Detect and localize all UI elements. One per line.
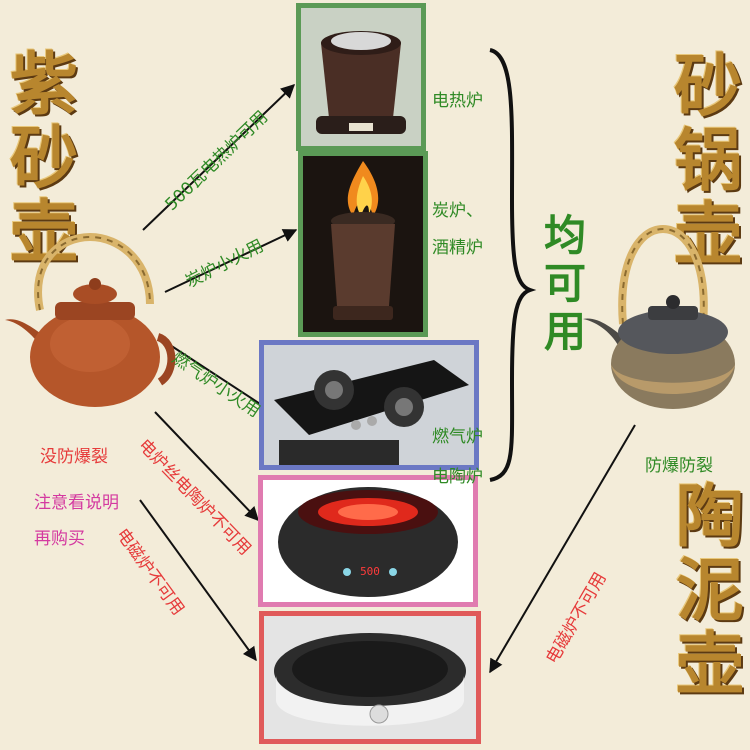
label-ceramic: 电陶炉 bbox=[432, 467, 483, 487]
brace bbox=[489, 48, 537, 482]
label-electric: 电热炉 bbox=[432, 91, 483, 111]
right-title-bottom: 陶泥壶 bbox=[675, 477, 744, 705]
ceramic-display: 500 bbox=[360, 565, 380, 578]
label-charcoal-2: 酒精炉 bbox=[432, 238, 483, 258]
charcoal-stove-photo bbox=[298, 151, 428, 337]
note-no-explosion-proof: 没防爆裂 bbox=[40, 447, 108, 467]
label-gas: 燃气炉 bbox=[432, 427, 483, 447]
arrow-to-ceramic bbox=[154, 411, 259, 522]
left-title: 紫砂壶 bbox=[9, 45, 78, 273]
label-charcoal-1: 炭炉、 bbox=[432, 201, 483, 221]
arrow-to-electric bbox=[142, 84, 296, 231]
note-explosion-proof: 防爆防裂 bbox=[645, 456, 713, 476]
sand-clay-teapot-image bbox=[583, 224, 735, 409]
note-read-instructions: 注意看说明 bbox=[34, 493, 119, 513]
note-then-buy: 再购买 bbox=[34, 529, 85, 549]
uniform-label: 均可用 bbox=[543, 211, 586, 356]
right-title-top: 砂锅壶 bbox=[673, 47, 742, 275]
gas-stove-photo bbox=[259, 340, 479, 470]
arrow-to-charcoal bbox=[164, 229, 298, 293]
purple-clay-teapot-image bbox=[5, 232, 176, 407]
arrow-right-to-induction bbox=[489, 424, 636, 674]
induction-cooker-photo bbox=[259, 611, 481, 744]
arrow-left-to-induction bbox=[139, 499, 257, 662]
ceramic-stove-photo: 500 bbox=[258, 475, 478, 607]
electric-heater-photo bbox=[296, 3, 426, 151]
